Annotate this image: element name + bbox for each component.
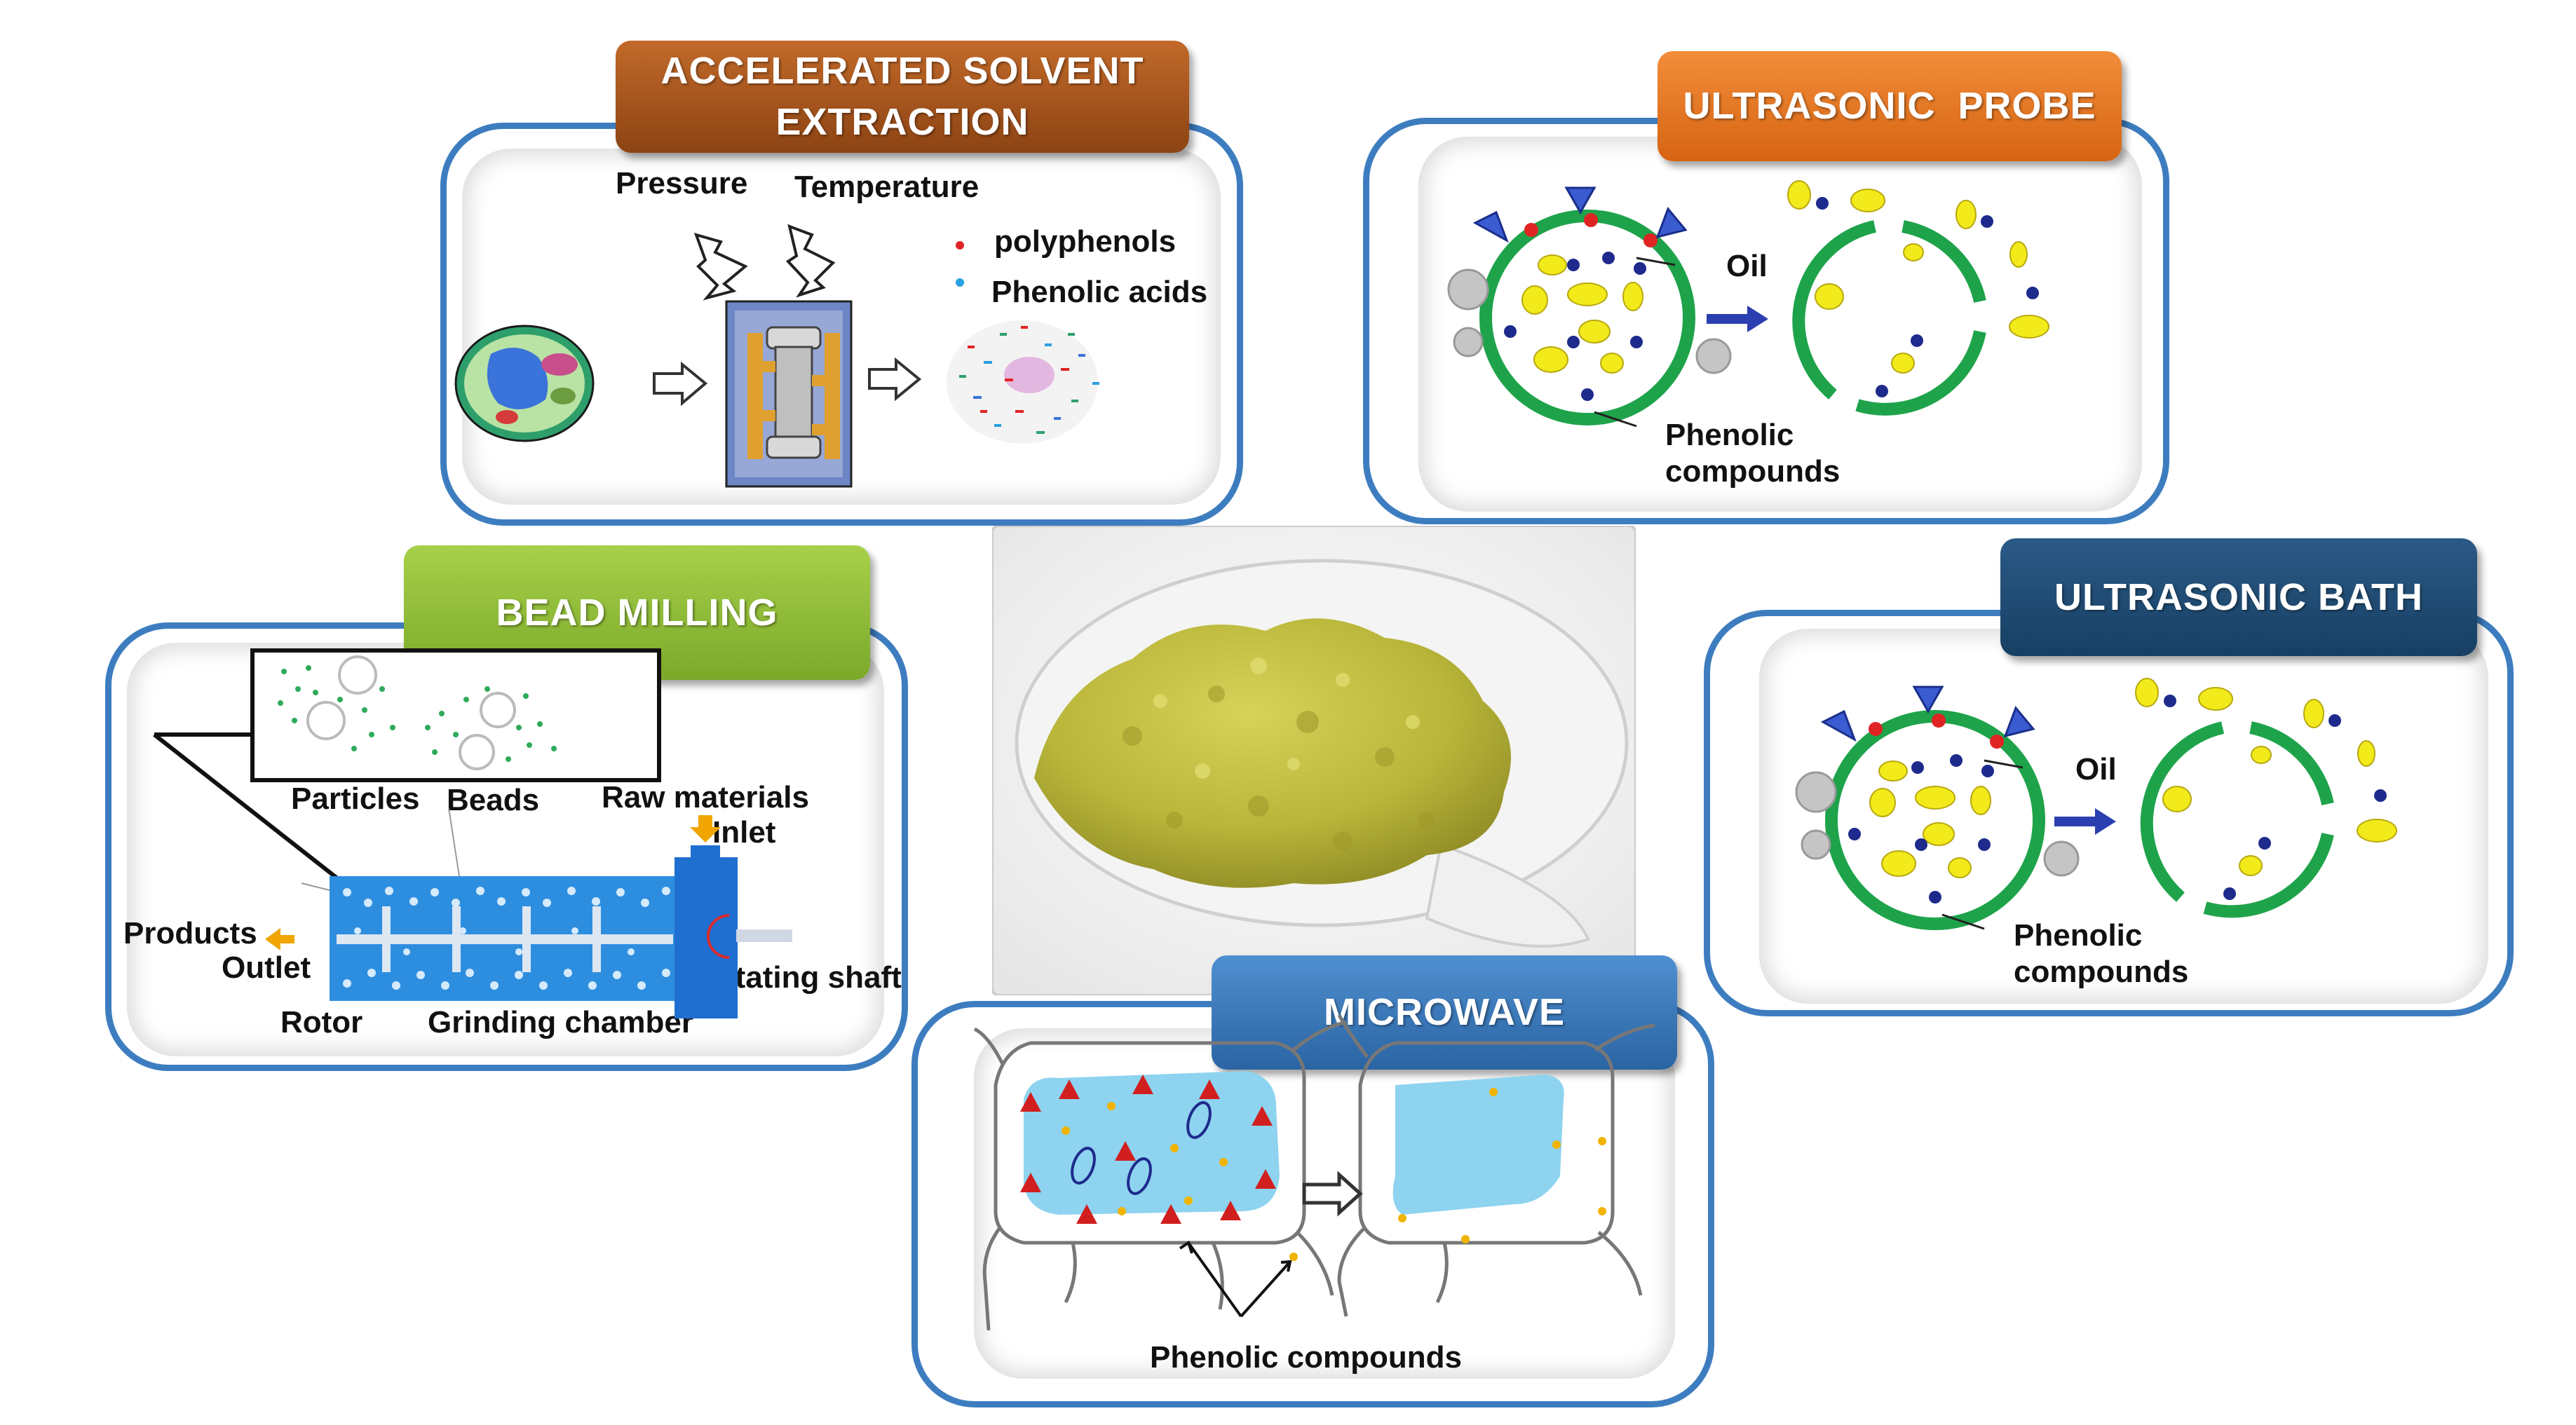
extraction-cell-icon bbox=[725, 300, 853, 488]
beads-in-inset bbox=[306, 655, 516, 770]
ase-legend-phenolic-acids: Phenolic acids bbox=[991, 275, 1208, 309]
cell-after bbox=[2135, 678, 2397, 918]
probe-title: ULTRASONIC PROBE bbox=[1683, 85, 2096, 128]
micro-phenolic-compounds-label: Phenolic compounds bbox=[1150, 1340, 1462, 1375]
micro-title: MICROWAVE bbox=[1324, 991, 1565, 1034]
ase-title-line1: ACCELERATED SOLVENT bbox=[660, 50, 1144, 93]
bath-panel bbox=[1704, 610, 2514, 1016]
bead-particles-label: Particles bbox=[291, 782, 420, 816]
arrow-right-icon bbox=[1302, 1171, 1363, 1217]
bead-grinding-chamber-label: Grinding chamber bbox=[428, 1005, 693, 1039]
ase-graphics bbox=[454, 224, 1099, 488]
ase-temperature-label: Temperature bbox=[794, 170, 979, 204]
yellow-powder bbox=[1034, 618, 1511, 888]
cell-walls bbox=[973, 1014, 1655, 1331]
inlet-block bbox=[691, 845, 720, 866]
bead-products-label: Products bbox=[123, 916, 257, 950]
phenolic-acids-legend-dot bbox=[956, 278, 964, 287]
outlet-arrow-icon bbox=[265, 928, 294, 950]
bead-beads-label: Beads bbox=[447, 783, 540, 817]
motor-housing bbox=[674, 857, 738, 1018]
bead-rotor-label: Rotor bbox=[280, 1005, 363, 1039]
bead-raw-materials-label: Raw materials bbox=[602, 780, 809, 814]
bath-phenolic-label: Phenolic bbox=[2014, 918, 2143, 953]
bubbles bbox=[1447, 268, 1732, 374]
rotation-arrow-icon bbox=[707, 914, 730, 959]
cell-before bbox=[1020, 1071, 1280, 1224]
bead-graphics bbox=[153, 648, 792, 1018]
probe-phenolic-label: Phenolic bbox=[1665, 418, 1794, 452]
bath-graphics bbox=[1795, 678, 2397, 930]
ultrasound-emitter-icon bbox=[1472, 186, 1688, 243]
probe-compounds-label: compounds bbox=[1665, 454, 1841, 489]
probe-banner: ULTRASONIC PROBE bbox=[1658, 51, 2122, 161]
cell-after bbox=[1787, 180, 2049, 416]
rotor bbox=[337, 934, 673, 944]
released-compounds-cloud bbox=[947, 320, 1099, 444]
bubbles bbox=[1795, 771, 2080, 877]
cell-before bbox=[1825, 710, 2045, 930]
ase-title-line2: EXTRACTION bbox=[775, 101, 1029, 143]
arrow-right-icon bbox=[2054, 808, 2116, 835]
bath-banner: ULTRASONIC BATH bbox=[2000, 538, 2477, 656]
ase-legend-polyphenols: polyphenols bbox=[994, 224, 1177, 259]
inlet-arrow-icon bbox=[690, 815, 721, 843]
arrow-right-icon bbox=[653, 357, 922, 407]
micro-graphics bbox=[973, 1014, 1655, 1331]
bead-inlet-label: Inlet bbox=[712, 815, 776, 850]
pointer-lines bbox=[1179, 1240, 1292, 1318]
powder-photo bbox=[992, 526, 1636, 995]
bath-oil-label: Oil bbox=[2075, 752, 2117, 786]
polyphenols-legend-dot bbox=[956, 241, 964, 250]
particles-in-inset bbox=[278, 665, 557, 762]
ultrasound-emitter-icon bbox=[1820, 686, 2035, 742]
arrow-right-icon bbox=[1707, 306, 1768, 332]
rotating-shaft bbox=[736, 929, 792, 942]
bath-title: ULTRASONIC BATH bbox=[2054, 575, 2423, 618]
bead-title: BEAD MILLING bbox=[496, 591, 778, 634]
ase-pressure-label: Pressure bbox=[616, 166, 748, 200]
ase-banner: ACCELERATED SOLVENT EXTRACTION bbox=[616, 41, 1189, 153]
probe-oil-label: Oil bbox=[1726, 249, 1768, 283]
cell-before bbox=[1479, 210, 1695, 425]
probe-graphics bbox=[1447, 180, 2049, 428]
cell-after bbox=[1392, 1075, 1606, 1243]
plant-cell-icon bbox=[454, 325, 595, 442]
bath-compounds-label: compounds bbox=[2014, 955, 2189, 989]
lightning-icon bbox=[693, 224, 836, 301]
bead-outlet-label: Outlet bbox=[222, 950, 311, 985]
